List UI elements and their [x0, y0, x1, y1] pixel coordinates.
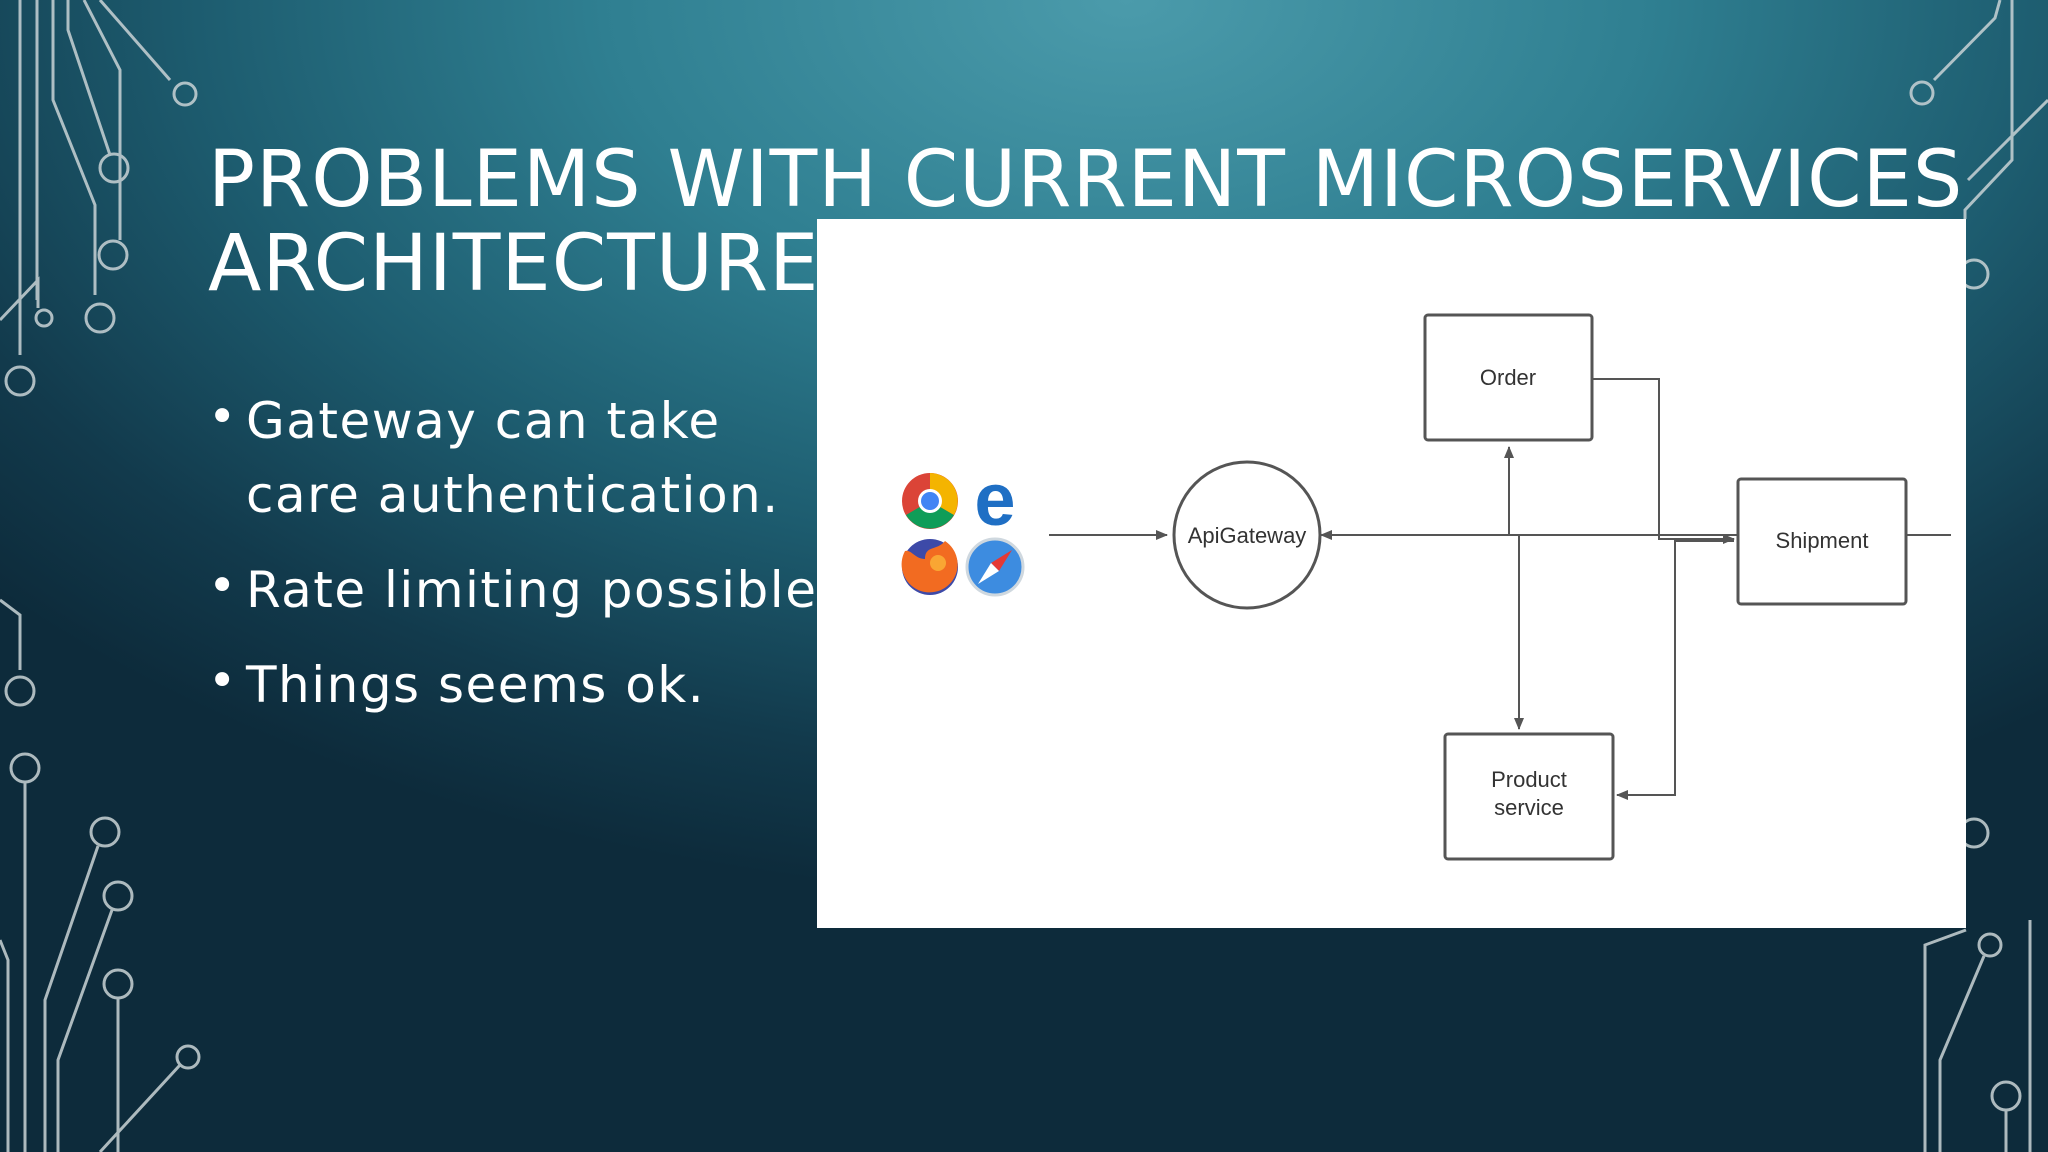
- shipment-label: Shipment: [1776, 528, 1869, 553]
- bullet-item: Things seems ok.: [208, 644, 828, 722]
- bullet-item: Rate limiting possible: [208, 549, 828, 627]
- chrome-icon: [902, 473, 958, 529]
- order-label: Order: [1480, 365, 1536, 390]
- api-gateway-node: [1172, 460, 1322, 610]
- slide-title-line-2: ARCHITECTURE: [208, 219, 820, 309]
- bullet-item: Gateway can take care authentication.: [208, 380, 828, 532]
- product-service-node: [1443, 732, 1615, 861]
- slide-title-line-1: PROBLEMS WITH CURRENT MICROSERVICES: [208, 135, 1964, 225]
- safari-icon: [965, 537, 1025, 597]
- order-node: [1423, 313, 1594, 442]
- product-service-label-line-2: service: [1494, 795, 1564, 820]
- shipment-node: [1736, 477, 1908, 606]
- product-service-label-line-1: Product: [1491, 767, 1567, 792]
- bullet-list: Gateway can take care authentication. Ra…: [208, 380, 828, 743]
- firefox-icon: [901, 539, 958, 595]
- edge-icon: e: [974, 458, 1015, 541]
- architecture-diagram: e ApiGateway Order: [817, 219, 1966, 928]
- svg-text:e: e: [974, 458, 1015, 541]
- api-gateway-label: ApiGateway: [1188, 523, 1307, 548]
- slide-title: PROBLEMS WITH CURRENT MICROSERVICES ARCH…: [208, 138, 1963, 306]
